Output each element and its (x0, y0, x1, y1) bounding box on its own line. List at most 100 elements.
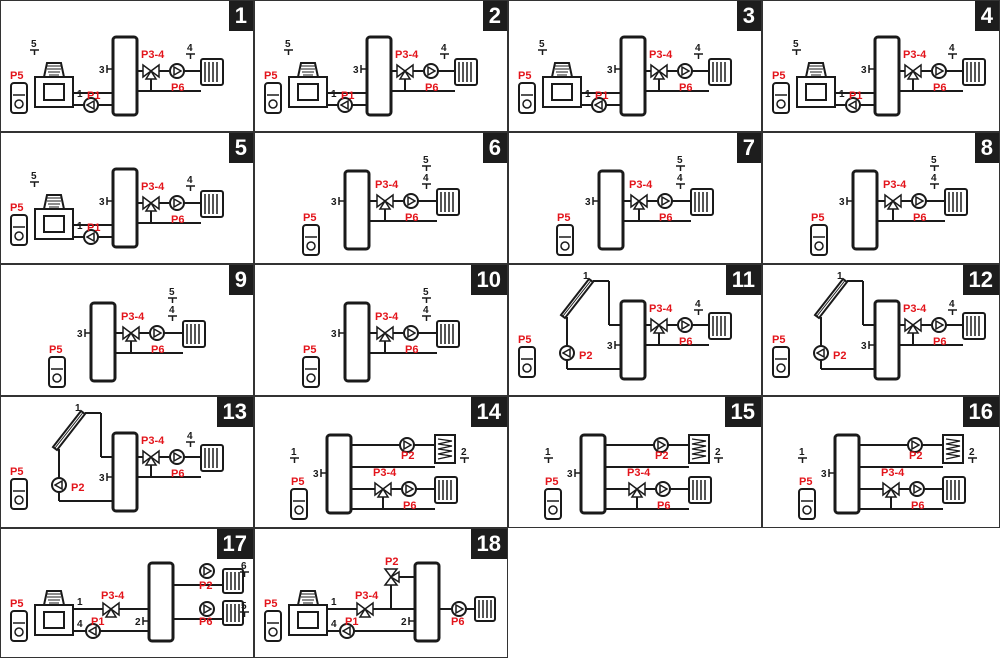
boiler-icon (542, 62, 582, 108)
p5-label: P5 (291, 476, 304, 488)
radiator-icon (474, 596, 496, 622)
buffer-tank (619, 35, 647, 117)
valve-label: P3-4 (627, 467, 651, 479)
pump-icon (169, 63, 185, 79)
scheme-number-badge: 17 (216, 529, 253, 559)
mixing-valve-icon (376, 193, 394, 210)
sensor-number: 4 (677, 173, 683, 184)
sensor-number: 2 (461, 447, 467, 458)
temperature-sensor-icon: 5 (30, 39, 39, 55)
port-number: 3 (607, 65, 613, 76)
pump-icon (401, 481, 417, 497)
sensor-number: 5 (169, 287, 175, 298)
pump-icon (653, 437, 669, 453)
valve-label: P3-4 (373, 467, 397, 479)
solar-collector-icon (51, 409, 87, 452)
radiator-icon (200, 58, 224, 86)
sensor-number: 1 (545, 447, 551, 458)
port-number: 1 (77, 597, 83, 608)
valve-label: P3-4 (629, 179, 653, 191)
hot-water-tank-icon (264, 82, 282, 114)
temperature-sensor-icon: 1 (290, 447, 299, 463)
buffer-tank (89, 301, 117, 383)
temperature-sensor-icon: 2 (460, 447, 469, 463)
buffer-tank (325, 433, 353, 515)
pump-icon (199, 601, 215, 617)
underfloor-heater-icon (942, 434, 964, 464)
temperature-sensor-icon: 4 (676, 173, 685, 189)
port-number: 1 (839, 89, 845, 100)
pump-icon (149, 325, 165, 341)
hot-water-tank-icon (302, 224, 320, 256)
pump-icon (451, 601, 467, 617)
hot-water-tank-icon (48, 356, 66, 388)
buffer-tank (851, 169, 879, 251)
p5-label: P5 (811, 212, 824, 224)
sensor-number: 4 (931, 173, 937, 184)
pump-label: P6 (679, 82, 692, 94)
port-number: 3 (567, 469, 573, 480)
sensor-number: 5 (539, 39, 545, 50)
sensor-number: 4 (695, 299, 701, 310)
mixing-valve-icon (142, 195, 160, 212)
port-number: 3 (821, 469, 827, 480)
temperature-sensor-icon: 4 (930, 173, 939, 189)
mixing-valve-icon (884, 193, 902, 210)
scheme-number-badge: 11 (725, 265, 761, 295)
sensor-number: 1 (837, 271, 843, 282)
solar-collector-icon (559, 277, 595, 320)
radiator-icon (182, 320, 206, 348)
pump-label: P6 (659, 212, 672, 224)
p5-label: P5 (10, 70, 23, 82)
pump-icon (85, 623, 101, 639)
pump-label: P2 (71, 482, 84, 494)
radiator-icon (962, 58, 986, 86)
pump-label: P1 (341, 90, 354, 102)
hot-water-tank-icon (302, 356, 320, 388)
sensor-number: 4 (423, 173, 429, 184)
pump-label: P6 (913, 212, 926, 224)
mixing-valve-icon (650, 317, 668, 334)
temperature-sensor-icon: 2 (714, 447, 723, 463)
sensor-number: 5 (931, 155, 937, 166)
sensor-number: 4 (949, 43, 955, 54)
pump-icon (51, 477, 67, 493)
sensor-number: 2 (969, 447, 975, 458)
buffer-tank (343, 169, 371, 251)
pump-label: P6 (911, 500, 924, 512)
valve-label: P3-4 (883, 179, 907, 191)
sensor-number: 4 (187, 175, 193, 186)
sensor-number: 4 (423, 305, 429, 316)
valve-label: P3-4 (141, 435, 165, 447)
valve-label: P3-4 (649, 303, 673, 315)
pump-icon (339, 623, 355, 639)
valve-label: P3-4 (649, 49, 673, 61)
temperature-sensor-icon: 4 (186, 175, 195, 191)
boiler-icon (288, 590, 328, 636)
mixing-valve-icon (376, 325, 394, 342)
p5-label: P5 (518, 70, 531, 82)
port-number: 4 (77, 619, 83, 630)
radiator-icon (454, 58, 478, 86)
valve-label: P3-4 (121, 311, 145, 323)
sensor-number: 5 (285, 39, 291, 50)
valve-label: P3-4 (141, 181, 165, 193)
valve-label: P3-4 (101, 590, 125, 602)
scheme-number-badge: 18 (470, 529, 507, 559)
scheme-number-badge: 16 (962, 397, 999, 427)
pump-label: P2 (199, 580, 212, 592)
